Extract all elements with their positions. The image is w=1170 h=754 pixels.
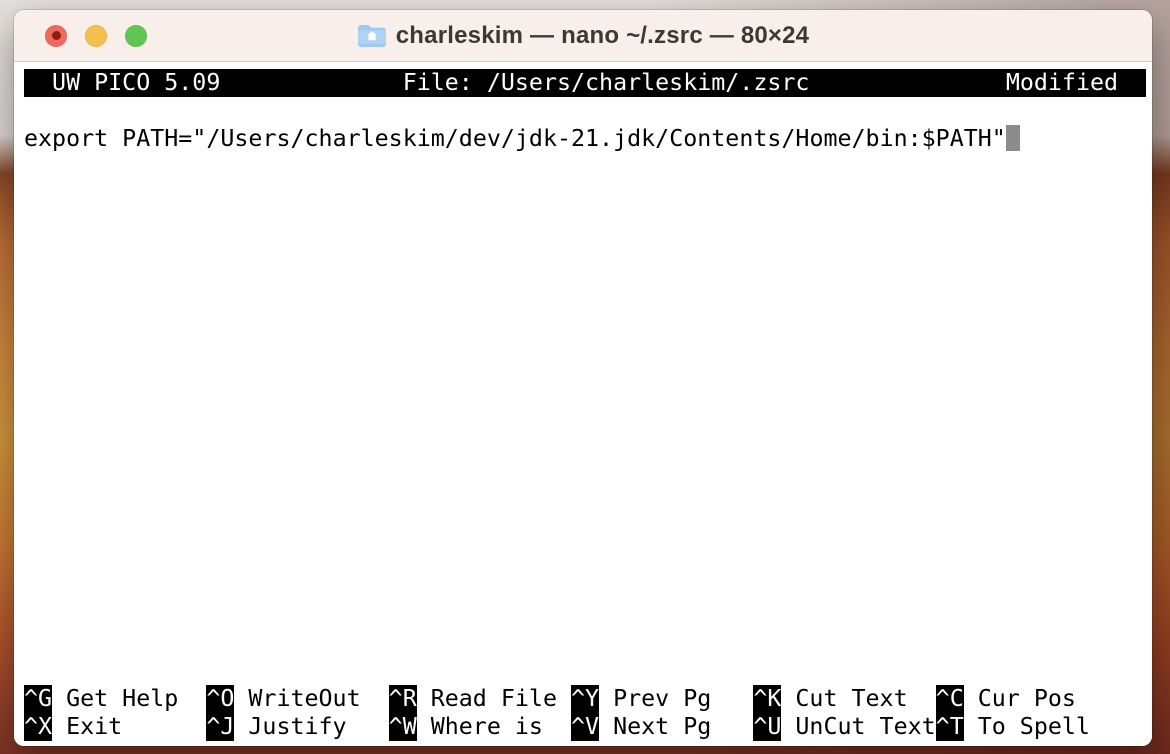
nano-filename-label: File: /Users/charleskim/.zsrc [402, 69, 810, 96]
shortcut-label: Next Pg [613, 713, 712, 740]
nano-modified-status: Modified [1005, 69, 1119, 96]
shortcut-exit: ^X Exit [24, 713, 122, 741]
shortcut-key: ^J [206, 713, 235, 741]
shortcut-writeout: ^O WriteOut [206, 685, 361, 713]
terminal-window: charleskim — nano ~/.zsrc — 80×24 UW PIC… [14, 10, 1152, 746]
shortcut-label: UnCut Text [795, 713, 936, 740]
shortcut-key: ^C [935, 685, 964, 713]
traffic-lights [45, 24, 147, 47]
shortcut-key: ^W [388, 713, 417, 741]
shortcut-where-is: ^W Where is [388, 713, 543, 741]
shortcut-read-file: ^R Read File [388, 685, 557, 713]
shortcut-label: Cur Pos [977, 685, 1076, 712]
text-cursor [1005, 125, 1020, 151]
shortcut-key: ^U [753, 713, 782, 741]
shortcut-key: ^O [206, 685, 235, 713]
shortcut-uncut-text: ^U UnCut Text [753, 713, 936, 741]
titlebar[interactable]: charleskim — nano ~/.zsrc — 80×24 [14, 10, 1152, 62]
shortcut-row-2: ^X Exit ^J Justify ^W Where is ^V Next Pg ^U… [24, 713, 1146, 741]
nano-status-bar: UW PICO 5.09 File: /Users/charleskim/.zs… [24, 69, 1147, 97]
window-title: charleskim — nano ~/.zsrc — 80×24 [395, 21, 810, 49]
title-group: charleskim — nano ~/.zsrc — 80×24 [357, 22, 809, 50]
terminal-screen[interactable]: UW PICO 5.09 File: /Users/charleskim/.zs… [14, 63, 1152, 746]
shortcut-key: ^V [571, 713, 600, 741]
home-folder-icon [357, 25, 386, 47]
shortcut-prev-pg: ^Y Prev Pg [571, 685, 711, 713]
shortcut-label: Cut Text [795, 685, 908, 712]
shortcut-label: Exit [66, 713, 123, 740]
shortcut-label: Where is [430, 713, 543, 740]
shortcut-key: ^K [753, 685, 782, 713]
shortcut-key: ^Y [571, 685, 600, 713]
buffer-text: export PATH="/Users/charleskim/dev/jdk-2… [24, 125, 1006, 152]
shortcut-key: ^X [24, 713, 53, 741]
minimize-button[interactable] [85, 24, 107, 47]
shortcut-get-help: ^G Get Help [24, 685, 178, 713]
shortcut-row-1: ^G Get Help ^O WriteOut ^R Read File ^Y Prev… [24, 685, 1146, 713]
close-button[interactable] [45, 24, 67, 47]
shortcut-key: ^R [388, 685, 417, 713]
terminal-grid: UW PICO 5.09 File: /Users/charleskim/.zs… [24, 69, 1147, 741]
shortcut-label: Get Help [66, 685, 179, 712]
zoom-button[interactable] [125, 24, 147, 47]
document-edited-dot [51, 31, 61, 40]
shortcut-next-pg: ^V Next Pg [571, 713, 711, 741]
shortcut-key: ^T [935, 713, 964, 741]
shortcut-label: WriteOut [248, 685, 361, 712]
nano-version-label: UW PICO 5.09 [52, 69, 221, 96]
buffer-line: export PATH="/Users/charleskim/dev/jdk-2… [24, 125, 1020, 153]
shortcut-to-spell: ^T To Spell [935, 713, 1090, 741]
shortcut-label: Prev Pg [613, 685, 712, 712]
shortcut-cur-pos: ^C Cur Pos [935, 685, 1076, 713]
shortcut-label: To Spell [977, 713, 1090, 740]
shortcut-key: ^G [24, 685, 53, 713]
shortcut-justify: ^J Justify [206, 713, 347, 741]
shortcut-cut-text: ^K Cut Text [753, 685, 908, 713]
shortcut-label: Justify [248, 713, 347, 740]
shortcut-label: Read File [430, 685, 557, 712]
